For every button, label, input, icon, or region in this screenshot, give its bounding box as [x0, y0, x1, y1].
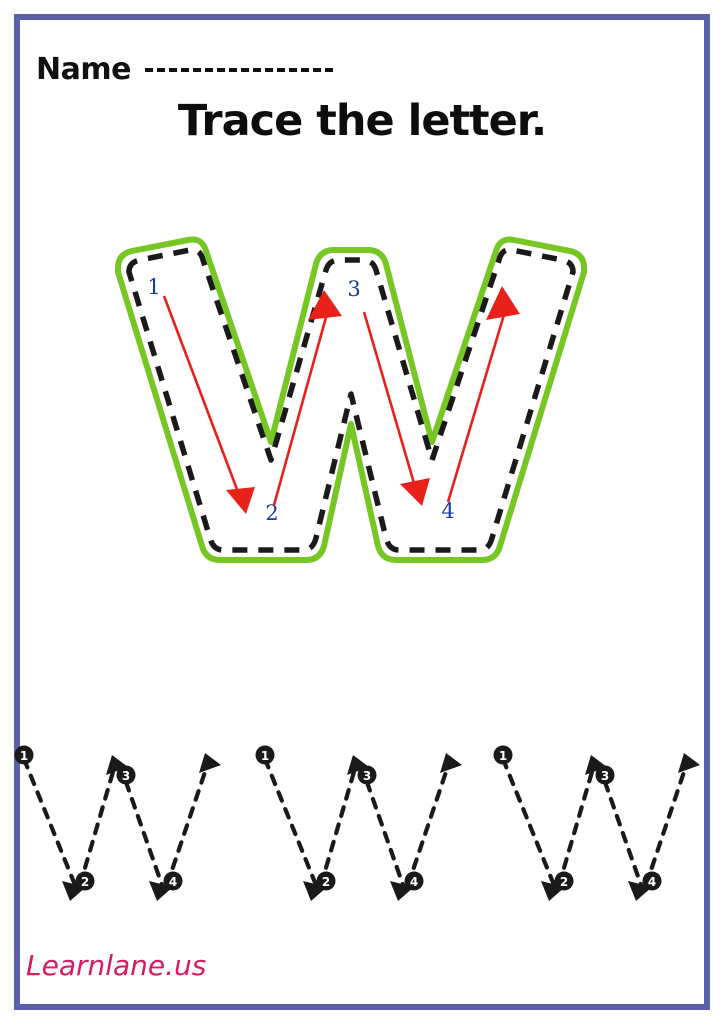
practice-stroke-down-1 [500, 756, 557, 888]
page-title: Trace the letter. [177, 96, 547, 146]
traceable-letter-w[interactable]: 1 2 3 4 [96, 228, 596, 576]
name-write-line[interactable] [144, 68, 333, 72]
practice-arrowhead-4 [678, 753, 700, 773]
stroke-arrow-2 [272, 290, 342, 506]
letter-outline-path [115, 236, 587, 563]
practice-letter-2[interactable]: 1 2 3 4 [243, 735, 473, 935]
practice-stroke-down-1 [262, 756, 319, 888]
svg-text:2: 2 [81, 875, 89, 889]
practice-badge-4: 4 [163, 871, 183, 891]
practice-stroke-up-2 [643, 760, 690, 888]
practice-badge-2: 2 [554, 871, 574, 891]
svg-text:2: 2 [560, 875, 568, 889]
practice-stroke-up-2 [164, 760, 211, 888]
stroke-number-1: 1 [147, 275, 160, 299]
stroke-arrow-3 [362, 311, 430, 506]
practice-badge-3: 3 [116, 765, 136, 785]
practice-stroke-up-1 [318, 762, 359, 888]
practice-badge-4: 4 [404, 871, 424, 891]
practice-arrowhead-2 [106, 755, 128, 775]
practice-badge-3: 3 [595, 765, 615, 785]
svg-text:4: 4 [648, 875, 656, 889]
practice-badge-2: 2 [316, 871, 336, 891]
svg-text:3: 3 [363, 769, 371, 783]
svg-text:4: 4 [169, 875, 177, 889]
stroke-number-3: 3 [347, 277, 360, 301]
stroke-number-4: 4 [441, 499, 454, 523]
practice-row: 1 2 3 4 [0, 735, 724, 935]
practice-arrowhead-2 [347, 755, 369, 775]
svg-text:2: 2 [322, 875, 330, 889]
svg-text:1: 1 [20, 749, 28, 763]
practice-stroke-down-1 [21, 756, 78, 888]
practice-badge-1: 1 [255, 745, 275, 765]
practice-stroke-up-2 [405, 760, 452, 888]
letter-dashed-guide-path [126, 246, 576, 553]
practice-badge-2: 2 [75, 871, 95, 891]
practice-stroke-up-1 [556, 762, 597, 888]
practice-badge-1: 1 [14, 745, 34, 765]
svg-text:1: 1 [261, 749, 269, 763]
practice-badge-4: 4 [642, 871, 662, 891]
practice-letter-1[interactable]: 1 2 3 4 [2, 735, 232, 935]
site-logo: Learnlane.us [26, 949, 207, 982]
practice-stroke-down-2 [358, 762, 406, 888]
practice-arrowhead-4 [199, 753, 221, 773]
practice-badge-3: 3 [357, 765, 377, 785]
practice-badge-1: 1 [493, 745, 513, 765]
svg-text:3: 3 [601, 769, 609, 783]
practice-stroke-down-2 [117, 762, 165, 888]
practice-stroke-up-1 [77, 762, 118, 888]
name-label: Name [36, 52, 131, 87]
svg-text:1: 1 [499, 749, 507, 763]
practice-stroke-down-2 [596, 762, 644, 888]
stroke-arrow-1 [162, 295, 255, 514]
name-field-row: Name [36, 50, 333, 90]
svg-text:3: 3 [122, 769, 130, 783]
practice-arrowhead-2 [585, 755, 607, 775]
practice-letter-3[interactable]: 1 2 3 4 [481, 735, 711, 935]
stroke-number-2: 2 [265, 501, 278, 525]
stroke-arrow-4 [446, 286, 520, 503]
practice-arrowhead-4 [440, 753, 462, 773]
svg-text:4: 4 [410, 875, 418, 889]
